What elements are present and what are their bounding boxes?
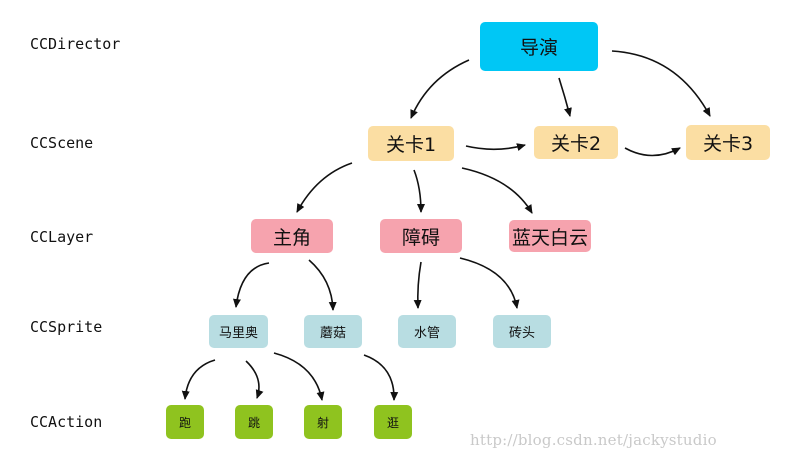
node-layer-sky: 蓝天白云 <box>509 220 591 252</box>
node-director: 导演 <box>480 22 598 71</box>
node-layer-obstacle: 障碍 <box>380 219 462 253</box>
arrow-director-to-scene3 <box>611 50 711 117</box>
arrow-scene1-to-sky <box>461 167 533 214</box>
arrow-obstacle-to-brick <box>459 257 520 309</box>
level-label-director: CCDirector <box>30 35 121 53</box>
level-label-action: CCAction <box>30 413 103 431</box>
arrow-obstacle-to-pipe <box>413 261 422 309</box>
node-action-stroll: 逛 <box>374 405 412 439</box>
arrow-scene1-to-hero <box>296 162 353 213</box>
arrow-director-to-scene2 <box>558 77 572 117</box>
arrow-mario-to-jump <box>245 360 264 399</box>
node-sprite-mushroom: 蘑菇 <box>304 315 362 348</box>
node-layer-hero: 主角 <box>251 219 333 253</box>
arrow-scene1-to-scene2 <box>465 143 526 151</box>
node-action-run: 跑 <box>166 405 204 439</box>
arrow-scene1-to-obstacle <box>413 169 425 213</box>
level-label-layer: CCLayer <box>30 228 94 246</box>
arrow-mushroom-to-stroll <box>363 354 399 401</box>
node-scene-3: 关卡3 <box>686 125 770 160</box>
watermark-url: http://blog.csdn.net/jackystudio <box>470 431 717 449</box>
level-label-scene: CCScene <box>30 134 94 152</box>
arrow-mario-to-run <box>181 359 216 400</box>
arrow-mario-to-shoot <box>273 352 325 401</box>
node-action-jump: 跳 <box>235 405 273 439</box>
arrow-director-to-scene1 <box>410 59 470 119</box>
level-label-sprite: CCSprite <box>30 318 103 336</box>
arrow-scene2-to-scene3 <box>624 147 681 157</box>
node-sprite-brick: 砖头 <box>493 315 551 348</box>
node-sprite-pipe: 水管 <box>398 315 456 348</box>
node-scene-2: 关卡2 <box>534 126 618 159</box>
node-scene-1: 关卡1 <box>368 126 454 161</box>
node-action-shoot: 射 <box>304 405 342 439</box>
arrow-hero-to-mario <box>233 262 270 308</box>
node-sprite-mario: 马里奥 <box>209 315 268 348</box>
arrow-hero-to-mushroom <box>308 259 337 311</box>
